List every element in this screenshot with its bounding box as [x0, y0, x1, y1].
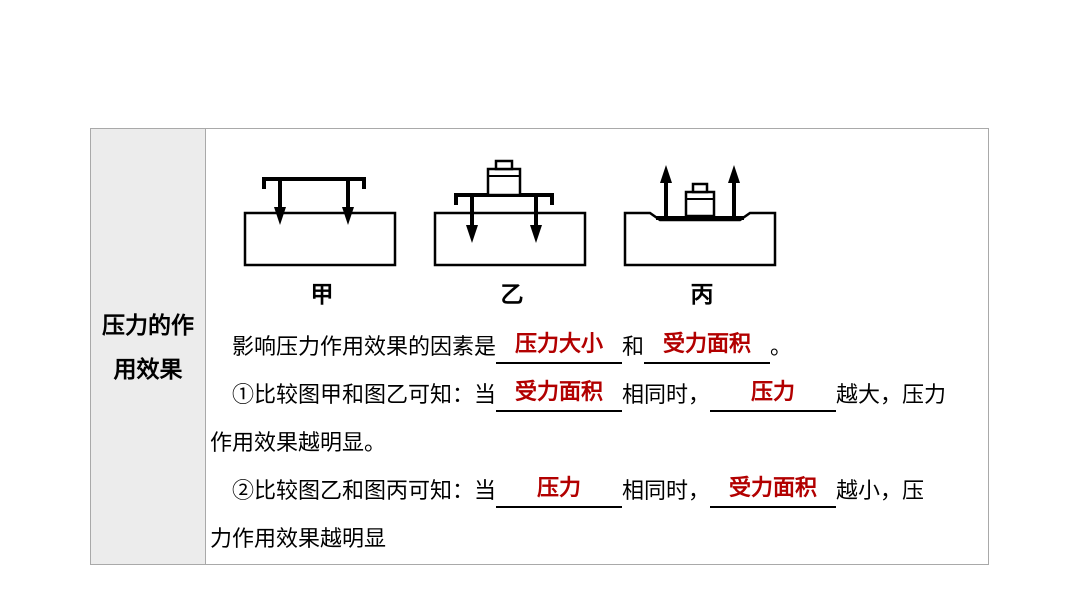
blank-factor-1: 压力大小 — [496, 331, 623, 364]
sponge-block-dented — [623, 211, 777, 267]
answer-contact-area: 受力面积 — [515, 379, 604, 404]
blank-compare2-same: 压力 — [496, 475, 623, 508]
diagram-yi-label: 乙 — [500, 281, 524, 307]
weight-icon — [684, 190, 716, 218]
p1-text-2: 和 — [622, 334, 645, 359]
diagram-bing: 丙 — [622, 155, 782, 309]
p3-text-1: ②比较图乙和图丙可知：当 — [232, 478, 497, 503]
p2-text-2: 相同时， — [622, 382, 711, 407]
pressure-effect-table: 压力的作 用效果 甲 — [90, 128, 989, 565]
nail-left-tip-icon — [274, 207, 286, 225]
nail-right-tip-icon — [342, 207, 354, 225]
answer-contact-area: 受力面积 — [729, 475, 818, 500]
nail-left-up-tip-icon — [660, 165, 672, 183]
row-header-title: 压力的作 用效果 — [102, 303, 194, 391]
diagram-yi: 乙 — [432, 155, 592, 309]
press-bar — [262, 177, 366, 189]
nail-right-tip-icon — [530, 225, 542, 243]
row-header-line1: 压力的作 — [102, 311, 194, 338]
diagram-bing-label: 丙 — [690, 281, 714, 307]
p2-text-4: 作用效果越明显。 — [210, 430, 387, 455]
row-header-line2: 用效果 — [113, 355, 183, 382]
diagrams-row: 甲 乙 — [210, 155, 982, 309]
row-header: 压力的作 用效果 — [91, 129, 206, 564]
weight-knob-icon — [691, 182, 709, 194]
answer-pressure: 压力 — [751, 379, 796, 404]
p1-text-1: 影响压力作用效果的因素是 — [232, 334, 497, 359]
paragraph-factors: 影响压力作用效果的因素是压力大小和受力面积。 — [210, 323, 982, 371]
weight-knob-icon — [494, 159, 514, 171]
answer-pressure-size: 压力大小 — [515, 331, 604, 356]
diagram-jia-figure — [243, 177, 397, 267]
answer-pressure: 压力 — [537, 475, 582, 500]
blank-compare2-var: 受力面积 — [710, 475, 837, 508]
p3-text-2: 相同时， — [622, 478, 711, 503]
p1-text-3: 。 — [770, 334, 793, 359]
sponge-block — [243, 211, 397, 267]
blank-factor-2: 受力面积 — [644, 331, 771, 364]
p2-text-3: 越大，压力 — [836, 382, 947, 407]
text-block: 影响压力作用效果的因素是压力大小和受力面积。 ①比较图甲和图乙可知：当受力面积相… — [210, 323, 982, 563]
p2-text-1: ①比较图甲和图乙可知：当 — [232, 382, 497, 407]
nail-right-up-tip-icon — [728, 165, 740, 183]
weight-icon — [486, 167, 522, 197]
paragraph-compare-jia-yi: ①比较图甲和图乙可知：当受力面积相同时， 压力 越大，压力作用效果越明显。 — [210, 371, 982, 467]
nail-left-tip-icon — [466, 225, 478, 243]
paragraph-compare-yi-bing: ②比较图乙和图丙可知：当 压力 相同时， 受力面积越小，压力作用效果越明显 — [210, 467, 982, 563]
p3-text-4: 力作用效果越明显 — [210, 526, 387, 551]
answer-contact-area: 受力面积 — [663, 331, 752, 356]
blank-compare1-same: 受力面积 — [496, 379, 623, 412]
diagram-jia-label: 甲 — [310, 281, 334, 307]
blank-compare1-var: 压力 — [710, 379, 837, 412]
content-cell: 甲 乙 — [206, 129, 988, 564]
diagram-bing-figure — [623, 165, 777, 267]
p3-text-3: 越小，压 — [836, 478, 925, 503]
diagram-jia: 甲 — [242, 155, 402, 309]
sponge-block — [433, 211, 587, 267]
diagram-yi-figure — [433, 159, 587, 267]
